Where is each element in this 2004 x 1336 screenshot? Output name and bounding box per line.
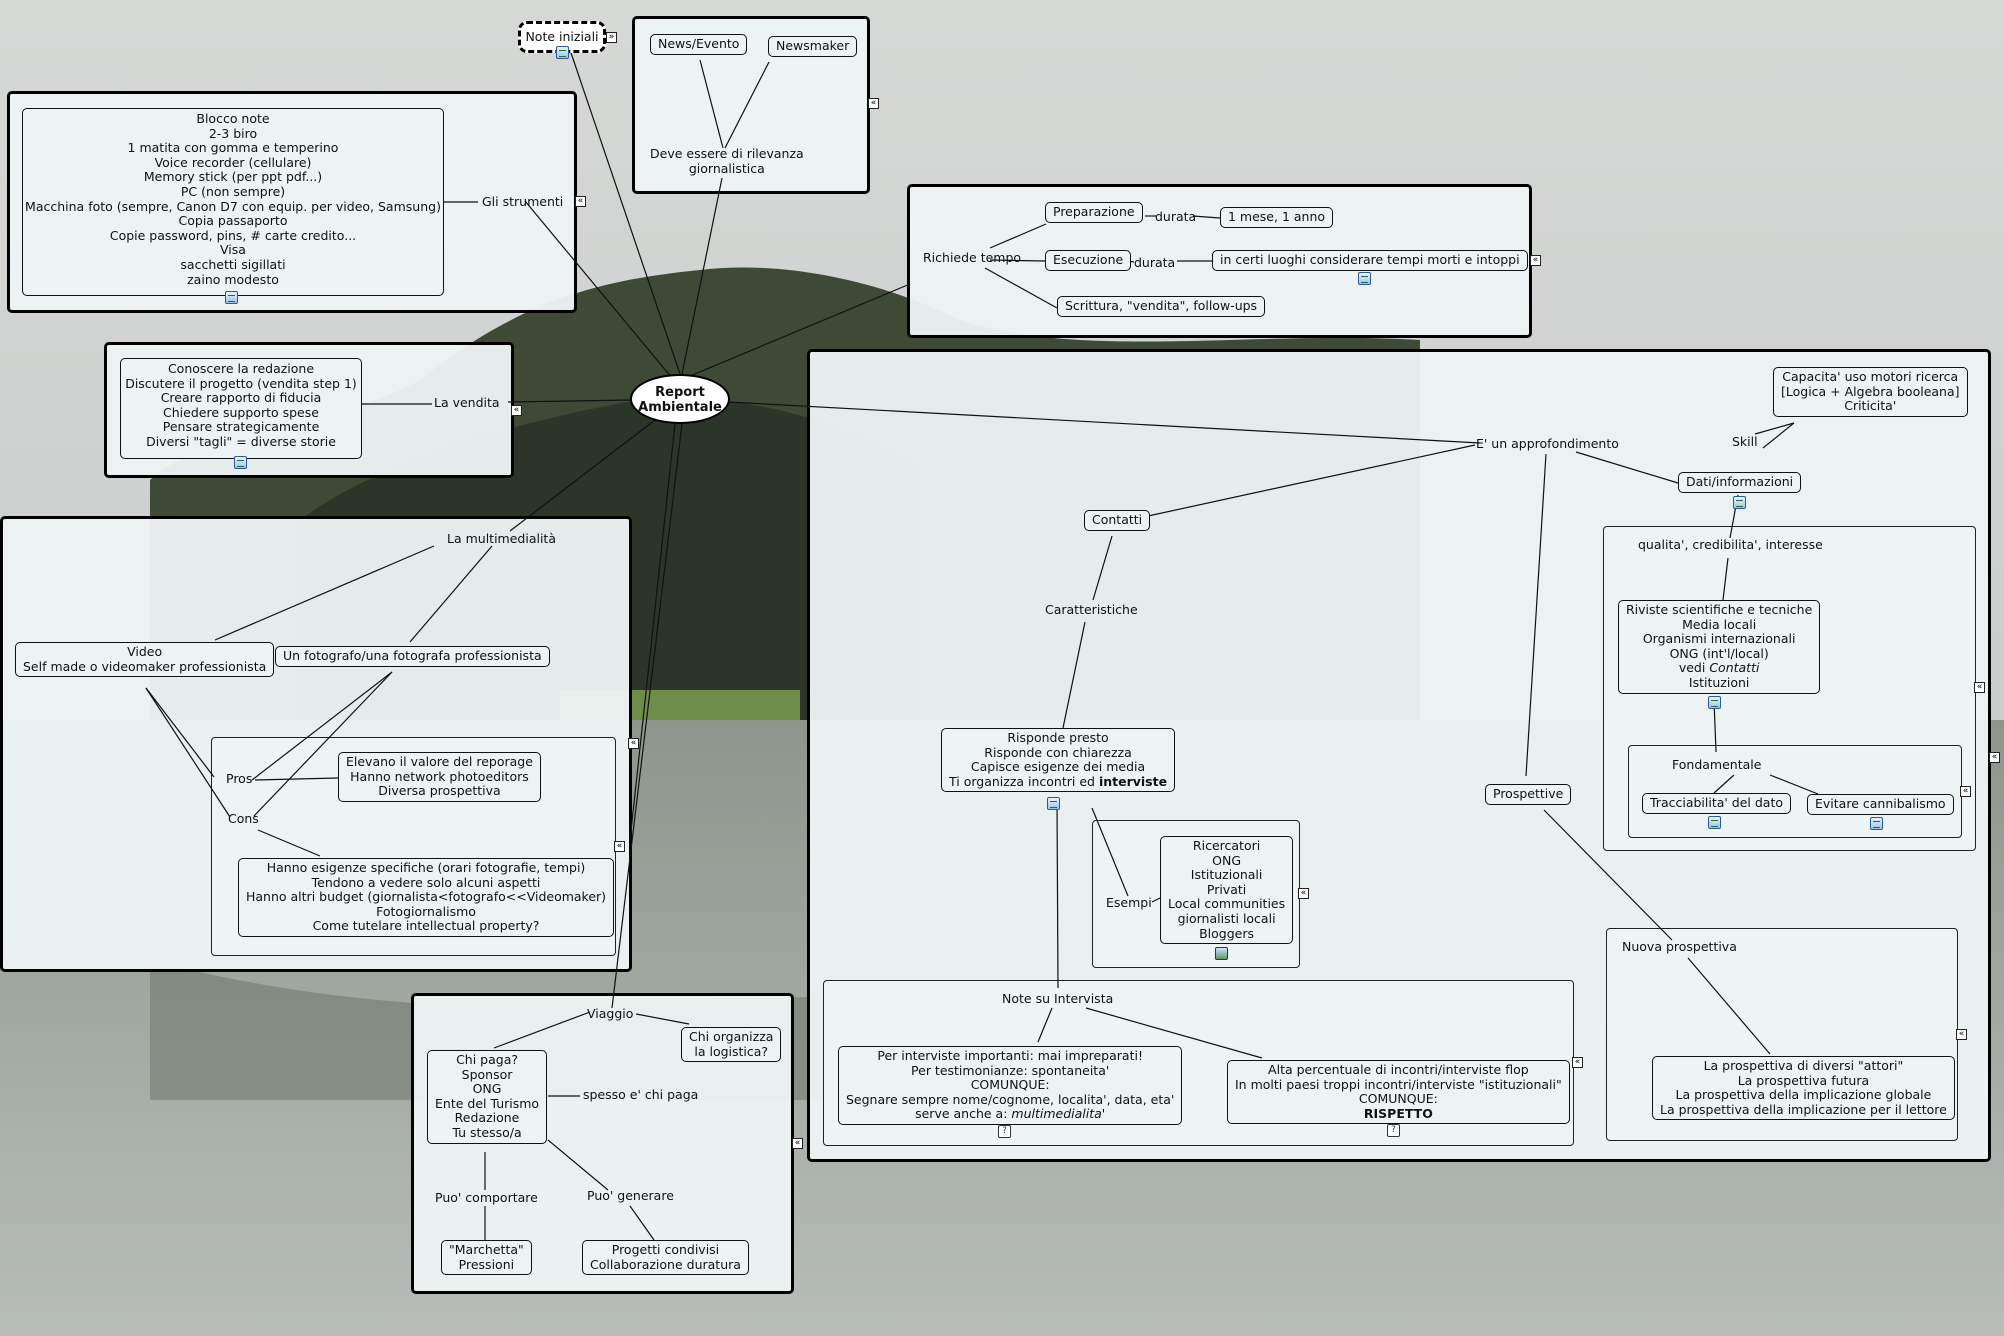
newsmaker-node[interactable]: Newsmaker xyxy=(768,36,858,57)
dati-node[interactable]: Dati/informazioni xyxy=(1678,472,1802,493)
multimedialita-label[interactable]: La multimedialità xyxy=(447,531,556,546)
collapse-toggle-icon[interactable]: « xyxy=(511,405,522,416)
preparazione-node[interactable]: Preparazione xyxy=(1045,202,1143,223)
durata-label[interactable]: durata xyxy=(1134,255,1176,270)
note-icon[interactable] xyxy=(234,456,247,469)
cons-label[interactable]: Cons xyxy=(228,811,259,826)
esempi-label[interactable]: Esempi xyxy=(1106,895,1152,910)
contatti-node[interactable]: Contatti xyxy=(1084,510,1151,531)
durata-1-value[interactable]: 1 mese, 1 anno xyxy=(1220,207,1334,228)
note-intervista-label[interactable]: Note su Intervista xyxy=(1002,991,1114,1006)
help-icon[interactable]: ? xyxy=(998,1125,1011,1138)
note-icon[interactable] xyxy=(225,291,238,304)
capacita-node[interactable]: Capacita' uso motori ricerca[Logica + Al… xyxy=(1773,367,1968,417)
viaggio-label[interactable]: Viaggio xyxy=(587,1006,634,1021)
skill-label[interactable]: Skill xyxy=(1732,434,1758,449)
collapse-toggle-icon[interactable]: « xyxy=(1298,888,1309,899)
expand-toggle-icon[interactable]: » xyxy=(606,32,617,43)
note-icon[interactable] xyxy=(1733,496,1746,509)
esecuzione-node[interactable]: Esecuzione xyxy=(1045,250,1132,271)
scrittura-node[interactable]: Scrittura, "vendita", follow-ups xyxy=(1057,296,1266,317)
marchetta-node[interactable]: "Marchetta"Pressioni xyxy=(441,1240,532,1276)
durata-2-value[interactable]: in certi luoghi considerare tempi morti … xyxy=(1212,250,1528,271)
collapse-toggle-icon[interactable]: « xyxy=(1530,255,1541,266)
caratteristiche-label[interactable]: Caratteristiche xyxy=(1045,602,1138,617)
prospettive-node[interactable]: Prospettive xyxy=(1485,784,1572,805)
collapse-toggle-icon[interactable]: « xyxy=(575,196,586,207)
collapse-toggle-icon[interactable]: « xyxy=(1989,752,2000,763)
richiede-tempo-label[interactable]: Richiede tempo xyxy=(923,250,1022,265)
root-line2: Ambientale xyxy=(638,400,722,415)
prospettiva-list-node[interactable]: La prospettiva di diversi "attori"La pro… xyxy=(1652,1056,1955,1121)
fotografo-node[interactable]: Un fotografo/una fotografa professionist… xyxy=(275,646,550,667)
collapse-toggle-icon[interactable]: « xyxy=(1960,786,1971,797)
tracciabilita-node[interactable]: Tracciabilita' del dato xyxy=(1642,793,1792,814)
fondamentale-label[interactable]: Fondamentale xyxy=(1672,757,1762,772)
collapse-toggle-icon[interactable]: « xyxy=(1974,682,1985,693)
cons-list-node[interactable]: Hanno esigenze specifiche (orari fotogra… xyxy=(238,858,615,937)
note-icon[interactable] xyxy=(1047,797,1060,810)
qualita-label[interactable]: qualita', credibilita', interesse xyxy=(1638,537,1823,552)
note-icon[interactable] xyxy=(1870,817,1883,830)
image-icon[interactable] xyxy=(1215,947,1228,960)
generare-label[interactable]: Puo' generare xyxy=(587,1188,674,1203)
cannibalismo-node[interactable]: Evitare cannibalismo xyxy=(1807,794,1954,815)
collapse-toggle-icon[interactable]: « xyxy=(868,98,879,109)
collapse-toggle-icon[interactable]: « xyxy=(614,841,625,852)
alta-percentuale-node[interactable]: Alta percentuale di incontri/interviste … xyxy=(1227,1060,1570,1125)
vendita-label[interactable]: La vendita xyxy=(434,395,500,410)
note-icon[interactable] xyxy=(1708,696,1721,709)
collapse-toggle-icon[interactable]: « xyxy=(792,1138,803,1149)
collapse-toggle-icon[interactable]: « xyxy=(1572,1057,1583,1068)
approfondimento-label[interactable]: E' un approfondimento xyxy=(1476,436,1619,451)
news-evento-node[interactable]: News/Evento xyxy=(650,34,748,55)
comportare-label[interactable]: Puo' comportare xyxy=(435,1190,538,1205)
collapse-toggle-icon[interactable]: « xyxy=(628,738,639,749)
note-icon[interactable] xyxy=(1708,816,1721,829)
pros-label[interactable]: Pros xyxy=(226,771,253,786)
interviste-importanti-node[interactable]: Per interviste importanti: mai imprepara… xyxy=(838,1046,1183,1125)
note-icon[interactable] xyxy=(556,46,569,59)
nuova-prospettiva-label[interactable]: Nuova prospettiva xyxy=(1622,939,1737,954)
strumenti-label[interactable]: Gli strumenti xyxy=(482,194,564,209)
spesso-label[interactable]: spesso e' chi paga xyxy=(583,1087,699,1102)
durata-label[interactable]: durata xyxy=(1155,209,1197,224)
root-node[interactable]: Report Ambientale xyxy=(630,374,730,424)
root-line1: Report xyxy=(655,385,705,400)
note-icon[interactable] xyxy=(1358,272,1371,285)
help-icon[interactable]: ? xyxy=(1387,1124,1400,1137)
collapse-toggle-icon[interactable]: « xyxy=(1956,1029,1967,1040)
